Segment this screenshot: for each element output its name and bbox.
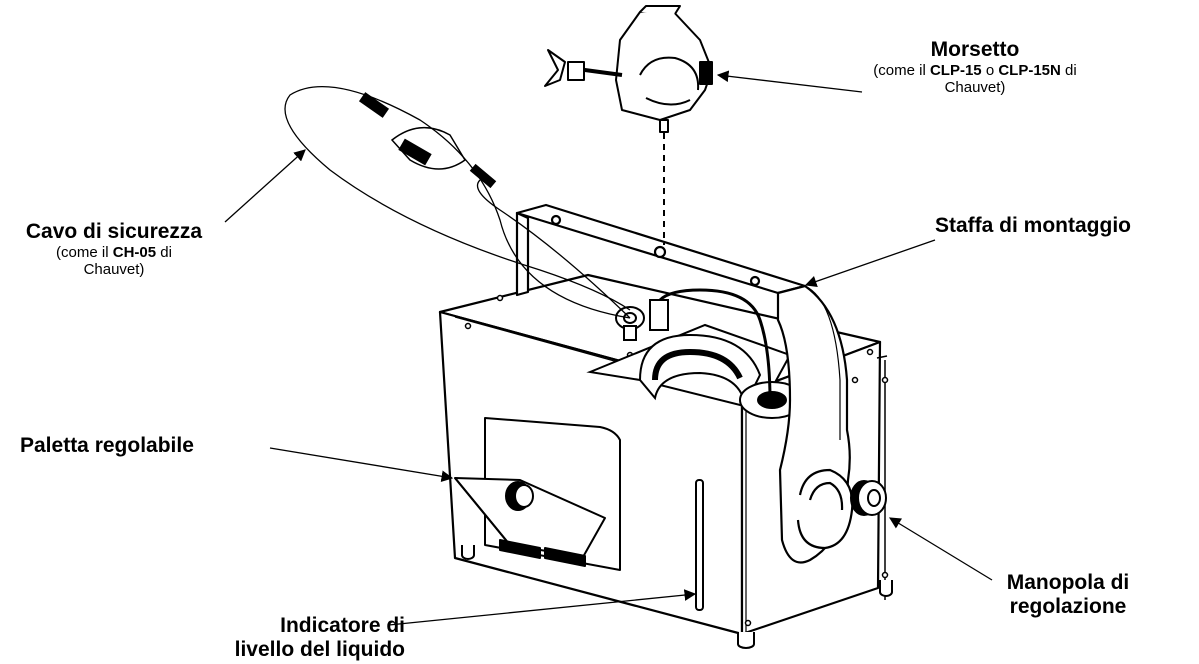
morsetto-sub-3: o: [981, 62, 999, 80]
morsetto-sub-1: (come il: [873, 62, 930, 80]
safety-cable: [284, 86, 631, 319]
manopola-line1: Manopola di: [1006, 571, 1130, 594]
machine-feet: [461, 545, 893, 649]
leader-lines: [224, 70, 993, 626]
arrow-manopola: [889, 517, 993, 581]
morsetto-sub-4: CLP-15N: [998, 62, 1061, 80]
label-manopola: Manopola di regolazione: [968, 571, 1168, 619]
cavo-sub-2: CH-05: [112, 244, 157, 262]
top-screws: [464, 294, 889, 627]
arrow-morsetto: [716, 70, 863, 93]
label-paletta: Paletta regolabile: [20, 434, 280, 458]
mounting-bracket-shape: [515, 203, 854, 564]
indicatore-line2: livello del liquido: [234, 638, 405, 662]
label-cavo: Cavo di sicurezza (come il CH-05 di Chau…: [4, 220, 224, 279]
morsetto-sub-2: CLP-15: [929, 62, 982, 80]
liquid-tank: [586, 323, 805, 419]
arrow-indicatore: [388, 589, 697, 626]
paletta-title: Paletta regolabile: [20, 434, 194, 457]
morsetto-sub-5: di: [1060, 62, 1077, 80]
indicatore-line1: Indicatore di: [280, 614, 405, 637]
cavo-subtitle: (come il CH-05 di: [4, 244, 224, 261]
level-window: [695, 479, 704, 611]
manopola-line2: regolazione: [1009, 595, 1127, 619]
paddle-shape: [454, 417, 621, 571]
arrow-staffa: [804, 239, 936, 288]
arrow-paletta: [269, 447, 454, 483]
label-indicatore: Indicatore di livello del liquido: [175, 614, 405, 662]
cavo-sub-4: Chauvet): [83, 261, 145, 279]
morsetto-title: Morsetto: [930, 38, 1020, 61]
cavo-title: Cavo di sicurezza: [25, 220, 203, 243]
morsetto-subtitle: (come il CLP-15 o CLP-15N di: [870, 62, 1080, 79]
eyebolt: [615, 288, 772, 401]
adjustment-knob-shape: [850, 480, 887, 516]
clamp-shape: [544, 5, 713, 133]
staffa-title: Staffa di montaggio: [935, 214, 1131, 237]
morsetto-sub-6: Chauvet): [944, 79, 1006, 97]
arrow-cavo: [224, 149, 306, 223]
label-morsetto: Morsetto (come il CLP-15 o CLP-15N di Ch…: [870, 38, 1080, 97]
cavo-sub-1: (come il: [56, 244, 113, 262]
cavo-sub-3: di: [156, 244, 172, 262]
label-staffa: Staffa di montaggio: [935, 214, 1199, 238]
